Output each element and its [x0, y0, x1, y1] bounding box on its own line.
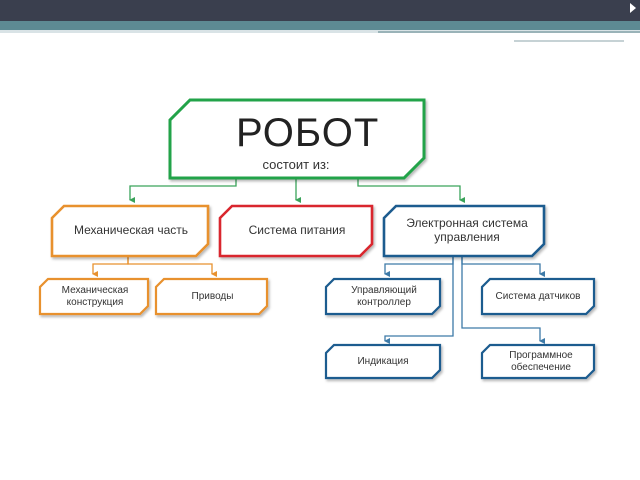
software-node-shape	[480, 343, 596, 380]
mechanical-node-label: Механическая часть	[73, 223, 189, 238]
mechanical-connectors	[92, 256, 217, 277]
banner-arrow-icon	[630, 3, 636, 13]
software-node-label: Программное обеспечение	[509, 350, 573, 373]
indication-node-shape	[324, 343, 442, 380]
electronic-node-shape	[382, 204, 546, 258]
construction-node-shape	[38, 277, 150, 316]
drives-node-label: Приводы	[191, 290, 234, 302]
controller-node-shape	[324, 277, 442, 316]
root-title: РОБОТ	[236, 111, 380, 155]
banner-dark-strip	[0, 0, 640, 21]
banner-light-strip	[0, 30, 640, 33]
mechanical-node-shape	[50, 204, 210, 258]
controller-node-label: Управляющий контроллер	[351, 285, 417, 308]
electronic-node-label: Электронная система управления	[406, 216, 528, 244]
power-node-label: Система питания	[248, 223, 346, 238]
drives-node-shape	[154, 277, 269, 316]
slide-banner	[0, 0, 640, 42]
banner-accent-lines	[378, 30, 640, 46]
indication-node-label: Индикация	[357, 355, 409, 367]
root-subtitle: состоит из:	[262, 157, 330, 172]
power-node-shape	[218, 204, 374, 258]
electronic-connectors	[384, 256, 545, 344]
banner-teal-strip	[0, 21, 640, 30]
construction-node-label: Механическая конструкция	[61, 285, 129, 308]
sensors-node-shape	[480, 277, 596, 316]
sensors-node-label: Система датчиков	[495, 290, 581, 302]
root-connectors	[129, 178, 465, 203]
root-node-shape	[168, 98, 426, 180]
